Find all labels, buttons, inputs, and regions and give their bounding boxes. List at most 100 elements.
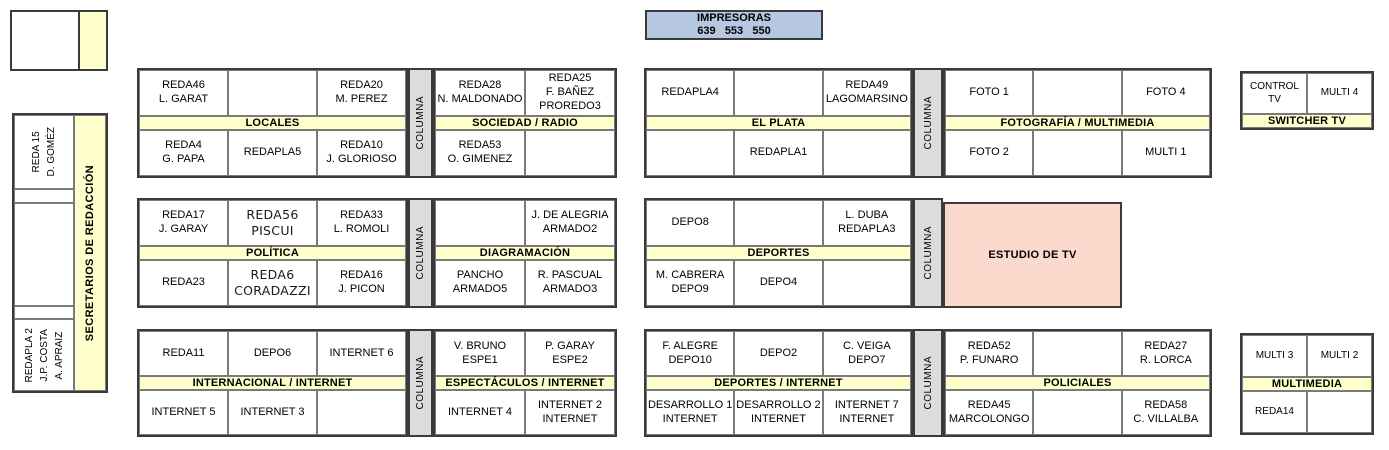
desk-cell: REDA 15 D. GOMÉZ: [14, 115, 74, 189]
desk-cell: INTERNET 6: [317, 331, 406, 376]
desk-cell: REDA45 MARCOLONGO: [945, 390, 1034, 435]
desk-cell: REDAPLA1: [734, 130, 823, 176]
column-pillar: COLUMNA: [913, 329, 943, 437]
section-header-politica: POLÍTICA: [139, 246, 406, 260]
section-header-deportes-internet: DEPORTES / INTERNET: [646, 376, 911, 390]
column-label: COLUMNA: [415, 96, 426, 150]
section-header-sociedad-radio: SOCIEDAD / RADIO: [435, 116, 615, 130]
desk-cell: REDA27 R. LORCA: [1121, 331, 1210, 376]
cluster-deportes: DEPO8 L. DUBA REDAPLA3 DEPORTES M. CABRE…: [644, 198, 913, 308]
desk-cell: REDA53 O. GIMENEZ: [435, 130, 525, 176]
desk-cell: L. DUBA REDAPLA3: [822, 200, 911, 246]
cluster-policiales: REDA52 P. FUNARO REDA27 R. LORCA POLICIA…: [943, 329, 1212, 437]
desk-cell-empty: [435, 200, 525, 246]
desk-cell: P. GARAY ESPE2: [525, 331, 615, 376]
section-header-diagramacion: DIAGRAMACIÓN: [435, 246, 615, 260]
desk-cell: REDA14: [1242, 391, 1307, 433]
desk-cell-empty: [317, 390, 406, 435]
desk-cell: REDA16 J. PICON: [317, 260, 406, 306]
desk-cell: REDA17 J. GARAY: [139, 200, 228, 246]
desk-cell: REDAPLA5: [228, 130, 317, 176]
secretaries-label: SECRETARIOS DE REDACCIÓN: [84, 164, 96, 342]
column-pillar: COLUMNA: [913, 68, 943, 178]
desk-cell-empty: [1307, 391, 1372, 433]
column-pillar: COLUMNA: [408, 329, 433, 437]
cluster-diagramacion: J. DE ALEGRIA ARMADO2 DIAGRAMACIÓN PANCH…: [433, 198, 617, 308]
cluster-switcher-tv: CONTROL TV MULTI 4 SWITCHER TV: [1240, 71, 1374, 130]
desk-cell: FOTO 4: [1121, 70, 1210, 116]
desk-cell: R. PASCUAL ARMADO3: [525, 260, 615, 306]
cluster-espectaculos-internet: V. BRUNO ESPE1 P. GARAY ESPE2 ESPECTÁCUL…: [433, 329, 617, 437]
desk-cell: DESARROLLO 1 INTERNET: [646, 390, 735, 435]
desk-cell-empty: [646, 130, 735, 176]
desk-cell: REDA11: [139, 331, 228, 376]
desk-cell: PANCHO ARMADO5: [435, 260, 525, 306]
desk-cell: INTERNET 3: [228, 390, 317, 435]
desk-cell: REDA58 C. VILLALBA: [1121, 390, 1210, 435]
desk-cell: REDA10 J. GLORIOSO: [317, 130, 406, 176]
secretaries-panel: REDA 15 D. GOMÉZ REDAPLA 2 J.P. COSTA A.…: [12, 113, 108, 393]
desk-cell: REDA25 F. BAÑEZ PROREDO3: [525, 70, 615, 116]
section-header-espectaculos-internet: ESPECTÁCULOS / INTERNET: [435, 376, 615, 390]
desk-cell: MULTI 4: [1307, 73, 1372, 114]
cluster-locales: REDA46 L. GARAT REDA20 M. PEREZ LOCALES …: [137, 68, 408, 178]
desk-cell: F. ALEGRE DEPO10: [646, 331, 735, 376]
desk-cell-empty: [822, 260, 911, 306]
section-header-fotografia-multimedia: FOTOGRAFÍA / MULTIMEDIA: [945, 116, 1210, 130]
desk-cell: INTERNET 7 INTERNET: [822, 390, 911, 435]
section-header-el-plata: EL PLATA: [646, 116, 911, 130]
column-label: COLUMNA: [922, 226, 934, 280]
cluster-deportes-internet: F. ALEGRE DEPO10 DEPO2 C. VEIGA DEPO7 DE…: [644, 329, 913, 437]
column-label: COLUMNA: [415, 356, 426, 410]
desk-cell: DEPO2: [734, 331, 823, 376]
desk-cell: MULTI 3: [1242, 335, 1307, 377]
desk-cell: INTERNET 4: [435, 390, 525, 435]
desk-cell: DESARROLLO 2 INTERNET: [734, 390, 823, 435]
desk-cell-empty: [1033, 70, 1122, 116]
desk-cell-empty: [1033, 390, 1122, 435]
column-pillar: COLUMNA: [913, 198, 943, 308]
secretaries-strip: SECRETARIOS DE REDACCIÓN: [74, 115, 106, 391]
entrance-box-white-area: [12, 12, 78, 69]
desk-cell: MULTI 1: [1121, 130, 1210, 176]
desk-cell: REDA28 N. MALDONADO: [435, 70, 525, 116]
desk-cell: REDAPLA 2 J.P. COSTA A. APRAIZ: [14, 319, 74, 391]
desk-cell-empty: [14, 306, 74, 319]
printers-box: IMPRESORAS 639 553 550: [645, 10, 823, 40]
desk-cell-empty: [525, 130, 615, 176]
column-pillar: COLUMNA: [408, 68, 433, 178]
printers-numbers: 639 553 550: [697, 25, 771, 37]
desk-cell: DEPO6: [228, 331, 317, 376]
desk-cell: REDA20 M. PEREZ: [317, 70, 406, 116]
desk-cell: M. CABRERA DEPO9: [646, 260, 735, 306]
desk-cell: REDA33 L. ROMOLI: [317, 200, 406, 246]
desk-cell: REDA46 L. GARAT: [139, 70, 228, 116]
desk-cell-empty: [228, 70, 317, 116]
section-header-multimedia: MULTIMEDIA: [1242, 377, 1372, 391]
desk-cell-empty: [1033, 130, 1122, 176]
desk-cell-empty: [822, 130, 911, 176]
entrance-box-yellow-area: [78, 12, 106, 69]
desk-cell: J. DE ALEGRIA ARMADO2: [525, 200, 615, 246]
desk-cell: REDA23: [139, 260, 228, 306]
desk-cell: REDA56 PISCUI: [228, 200, 317, 246]
cluster-el-plata: REDAPLA4 REDA49 LAGOMARSINO EL PLATA RED…: [644, 68, 913, 178]
desk-cell-empty: [14, 189, 74, 203]
column-label: COLUMNA: [415, 226, 426, 280]
desk-cell: FOTO 2: [945, 130, 1034, 176]
desk-cell: DEPO4: [734, 260, 823, 306]
desk-cell: V. BRUNO ESPE1: [435, 331, 525, 376]
desk-cell: DEPO8: [646, 200, 735, 246]
section-header-deportes: DEPORTES: [646, 246, 911, 260]
desk-cell: MULTI 2: [1307, 335, 1372, 377]
printers-title: IMPRESORAS: [697, 12, 771, 24]
desk-cell-empty: [734, 200, 823, 246]
secretaries-desks: REDA 15 D. GOMÉZ REDAPLA 2 J.P. COSTA A.…: [14, 115, 74, 391]
cluster-fotografia-multimedia: FOTO 1 FOTO 4 FOTOGRAFÍA / MULTIMEDIA FO…: [943, 68, 1212, 178]
desk-cell-empty: [1033, 331, 1122, 376]
cluster-sociedad-radio: REDA28 N. MALDONADO REDA25 F. BAÑEZ PROR…: [433, 68, 617, 178]
column-label: COLUMNA: [922, 356, 934, 410]
cluster-internacional-internet: REDA11 DEPO6 INTERNET 6 INTERNACIONAL / …: [137, 329, 408, 437]
desk-label: REDAPLA 2 J.P. COSTA A. APRAIZ: [23, 327, 65, 383]
desk-cell: C. VEIGA DEPO7: [822, 331, 911, 376]
